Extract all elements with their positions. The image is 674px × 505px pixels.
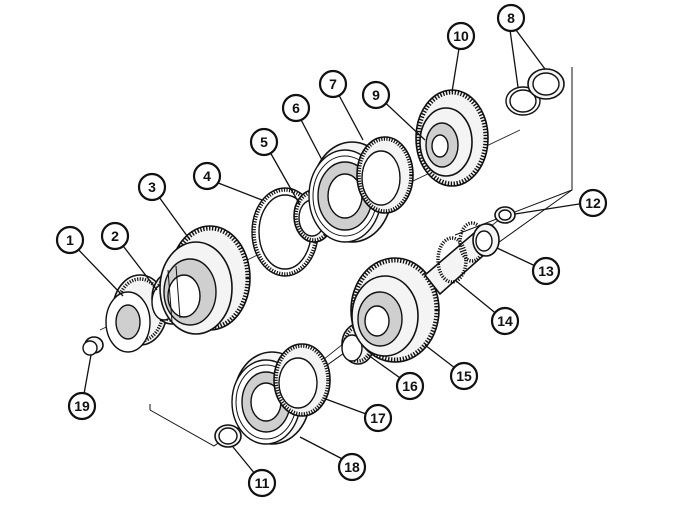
- svg-text:6: 6: [292, 100, 300, 116]
- svg-text:16: 16: [402, 378, 418, 394]
- callout-18: 18: [337, 452, 367, 482]
- svg-text:13: 13: [538, 263, 554, 279]
- callout-16: 16: [395, 371, 425, 401]
- svg-text:19: 19: [74, 398, 90, 414]
- leader-lines: [71, 29, 580, 481]
- callout-10: 10: [446, 21, 476, 51]
- svg-text:15: 15: [456, 368, 472, 384]
- svg-text:9: 9: [372, 87, 380, 103]
- part-12-small-ring: [494, 206, 516, 224]
- part-17-synchro-ring: [273, 343, 331, 417]
- callout-15: 15: [449, 361, 479, 391]
- svg-text:1: 1: [66, 232, 74, 248]
- svg-text:5: 5: [260, 134, 268, 150]
- callout-2: 2: [100, 221, 130, 251]
- callout-4: 4: [192, 161, 222, 191]
- part-13-bearing-cone: [472, 223, 500, 257]
- callout-14: 14: [490, 306, 520, 336]
- callout-13: 13: [531, 256, 561, 286]
- svg-text:17: 17: [370, 410, 386, 426]
- callout-6: 6: [281, 93, 311, 123]
- svg-text:7: 7: [329, 76, 337, 92]
- svg-text:11: 11: [255, 475, 270, 491]
- callout-9: 9: [361, 80, 391, 110]
- svg-text:12: 12: [585, 195, 601, 211]
- part-11-snap-ring: [214, 424, 242, 448]
- svg-text:14: 14: [497, 313, 513, 329]
- part-7-shift-sleeve: [356, 136, 414, 214]
- svg-text:10: 10: [453, 28, 469, 44]
- callout-19: 19: [67, 391, 97, 421]
- svg-text:3: 3: [148, 179, 156, 195]
- svg-text:4: 4: [203, 168, 211, 184]
- svg-text:18: 18: [344, 459, 360, 475]
- part-8-snap-rings: [505, 68, 565, 116]
- callout-17: 17: [363, 403, 393, 433]
- part-15-gear: [350, 257, 440, 363]
- callout-7: 7: [318, 69, 348, 99]
- callout-5: 5: [249, 127, 279, 157]
- svg-text:2: 2: [111, 228, 119, 244]
- part-3-gear: [159, 225, 251, 335]
- callout-3: 3: [137, 172, 167, 202]
- part-10-gear: [415, 89, 489, 187]
- callout-8: 8: [496, 3, 526, 33]
- callout-11: 11: [247, 468, 277, 498]
- svg-text:8: 8: [507, 10, 515, 26]
- callout-12: 12: [578, 188, 608, 218]
- part-19-plug: [82, 336, 104, 356]
- callout-1: 1: [55, 225, 85, 255]
